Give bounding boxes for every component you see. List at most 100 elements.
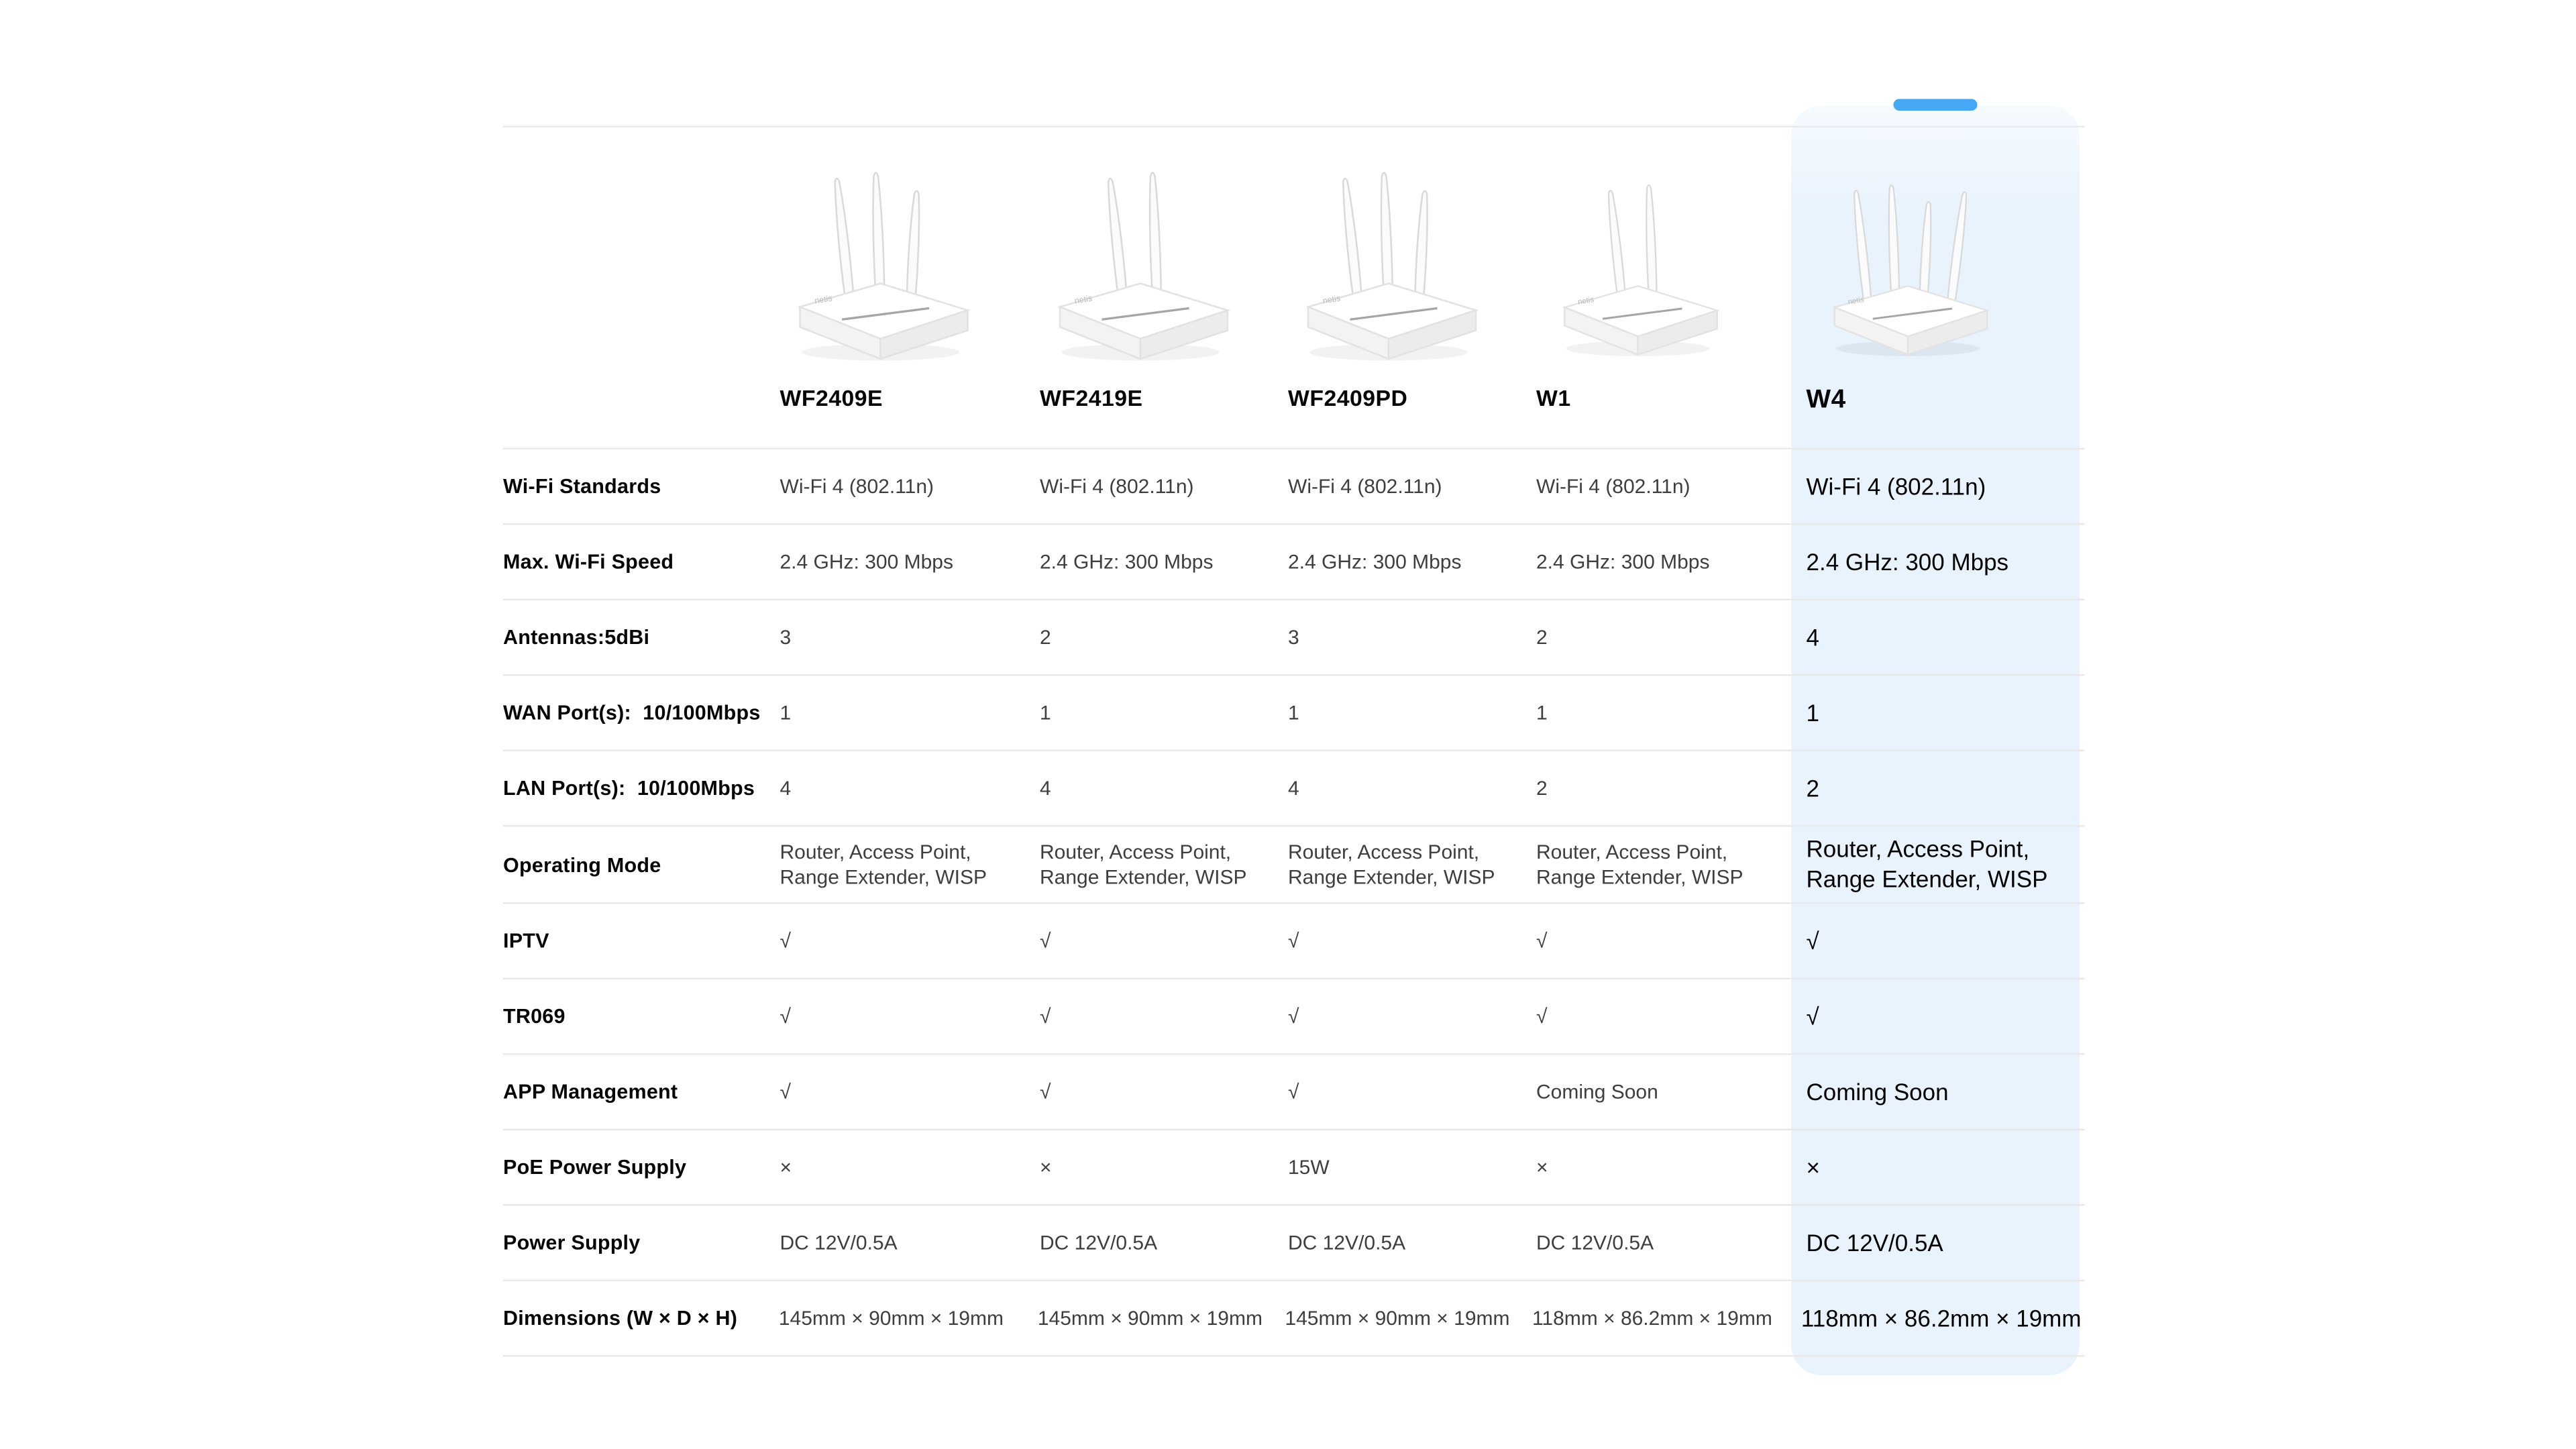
- spec-row: TR069√√√√√: [503, 979, 2085, 1055]
- svg-text:netis: netis: [1847, 296, 1865, 307]
- spec-value: 2.4 GHz: 300 Mbps: [1796, 525, 2085, 599]
- spec-value: Coming Soon: [1796, 1055, 2085, 1129]
- spec-value-text: 2.4 GHz: 300 Mbps: [1536, 550, 1710, 574]
- spec-value-text: 4: [1040, 776, 1051, 800]
- spec-value-text: ×: [1806, 1154, 1820, 1181]
- spec-value: DC 12V/0.5A: [780, 1206, 1040, 1280]
- spec-value: √: [1536, 979, 1796, 1053]
- svg-text:netis: netis: [814, 294, 833, 306]
- spec-value-text: √: [1288, 1080, 1299, 1104]
- spec-value-text: √: [1536, 929, 1548, 953]
- router-image-icon: netis: [1807, 144, 2008, 366]
- spec-value-text: 145mm × 90mm × 19mm: [1037, 1306, 1263, 1330]
- spec-value: Router, Access Point, Range Extender, WI…: [1536, 827, 1796, 903]
- product-name: W4: [1806, 386, 1846, 415]
- spec-value: 2: [1536, 751, 1796, 825]
- spec-value: 2.4 GHz: 300 Mbps: [1536, 525, 1796, 599]
- row-label: Power Supply: [503, 1231, 641, 1254]
- spec-value-text: Router, Access Point, Range Extender, WI…: [1040, 840, 1247, 888]
- row-label: Antennas:5dBi: [503, 625, 650, 649]
- spec-value-text: √: [1040, 1004, 1051, 1028]
- spec-value: 4: [1796, 600, 2085, 674]
- spec-value-text: √: [780, 929, 791, 953]
- router-image-icon: netis: [1040, 144, 1241, 366]
- spec-value: Router, Access Point, Range Extender, WI…: [1796, 827, 2085, 903]
- spec-value-text: 118mm × 86.2mm × 19mm: [1801, 1305, 2082, 1332]
- spec-value: DC 12V/0.5A: [1796, 1206, 2085, 1280]
- spec-value: 4: [1288, 751, 1536, 825]
- spec-value: Wi-Fi 4 (802.11n): [1288, 449, 1536, 523]
- spec-value-text: Wi-Fi 4 (802.11n): [1288, 474, 1442, 498]
- svg-text:netis: netis: [1322, 294, 1341, 306]
- spec-value-text: 1: [1288, 701, 1299, 724]
- spec-value-text: 145mm × 90mm × 19mm: [1285, 1306, 1510, 1330]
- row-label: Operating Mode: [503, 853, 661, 877]
- spec-value-text: √: [1040, 929, 1051, 953]
- spec-value-text: 2: [1536, 776, 1548, 800]
- row-label: APP Management: [503, 1080, 678, 1104]
- spec-value: 4: [1040, 751, 1288, 825]
- spec-value: 2.4 GHz: 300 Mbps: [1288, 525, 1536, 599]
- spec-value-text: Router, Access Point, Range Extender, WI…: [780, 840, 987, 888]
- spec-row: PoE Power Supply××15W××: [503, 1130, 2085, 1206]
- spec-value-text: 1: [780, 701, 792, 724]
- spec-value: √: [1288, 1055, 1536, 1129]
- spec-value: Wi-Fi 4 (802.11n): [1040, 449, 1288, 523]
- spec-value-text: Router, Access Point, Range Extender, WI…: [1536, 840, 1743, 888]
- router-image-icon: netis: [1288, 144, 1489, 366]
- spec-value-text: 2: [1806, 775, 1819, 802]
- spec-value-text: √: [1806, 927, 1819, 955]
- spec-value-text: 1: [1040, 701, 1051, 724]
- spec-value-text: 118mm × 86.2mm × 19mm: [1532, 1306, 1772, 1330]
- spec-value: √: [1536, 904, 1796, 978]
- spec-value-text: √: [1288, 929, 1299, 953]
- spec-value: 145mm × 90mm × 19mm: [1038, 1281, 1285, 1355]
- row-label: TR069: [503, 1004, 566, 1028]
- spec-value: Coming Soon: [1536, 1055, 1796, 1129]
- spec-value: ×: [1536, 1130, 1796, 1204]
- spec-value: 2: [1040, 600, 1288, 674]
- header-spacer: [503, 127, 780, 448]
- spec-value-text: ×: [780, 1155, 792, 1179]
- row-label: Wi-Fi Standards: [503, 474, 661, 498]
- svg-text:netis: netis: [1577, 296, 1595, 307]
- spec-value: √: [780, 1055, 1040, 1129]
- highlight-accent-bar: [1893, 99, 1978, 110]
- spec-value: 1: [1288, 676, 1536, 750]
- spec-value: √: [1040, 1055, 1288, 1129]
- row-label: LAN Port(s): 10/100Mbps: [503, 776, 755, 800]
- router-image-icon: netis: [1536, 144, 1737, 366]
- product-name: WF2409E: [780, 386, 883, 411]
- spec-value-text: 2: [1536, 625, 1548, 649]
- spec-value: 1: [1796, 676, 2085, 750]
- spec-value: 1: [1536, 676, 1796, 750]
- spec-value-text: Wi-Fi 4 (802.11n): [780, 474, 934, 498]
- spec-value: Router, Access Point, Range Extender, WI…: [1040, 827, 1288, 903]
- spec-value-text: Coming Soon: [1806, 1078, 1949, 1106]
- spec-value-text: √: [1536, 1004, 1548, 1028]
- spec-value: ×: [780, 1130, 1040, 1204]
- spec-value-text: DC 12V/0.5A: [1806, 1229, 1943, 1256]
- spec-value-text: 4: [1806, 624, 1819, 651]
- spec-value: DC 12V/0.5A: [1040, 1206, 1288, 1280]
- spec-value: Wi-Fi 4 (802.11n): [1796, 449, 2085, 523]
- spec-value: √: [1040, 979, 1288, 1053]
- spec-value: √: [1288, 904, 1536, 978]
- spec-value-text: ×: [1040, 1155, 1052, 1179]
- spec-value-text: √: [1806, 1003, 1819, 1030]
- spec-value-text: 145mm × 90mm × 19mm: [778, 1306, 1004, 1330]
- spec-value: 2.4 GHz: 300 Mbps: [1040, 525, 1288, 599]
